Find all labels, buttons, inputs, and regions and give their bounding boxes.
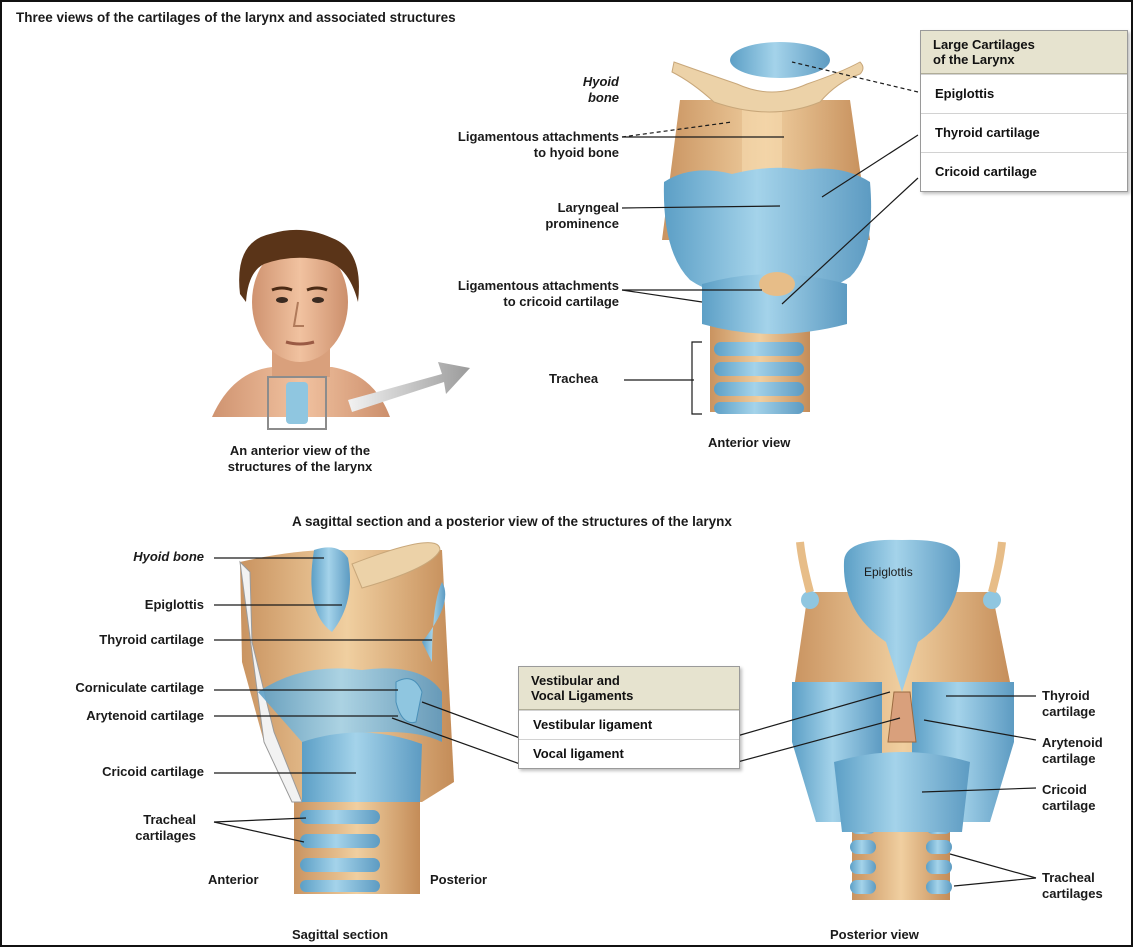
person-caption-line-1: An anterior view of the bbox=[182, 443, 418, 459]
anterior-label-hyoid: Hyoid bone bbox=[583, 74, 619, 106]
posterior-tracheal-line-1: Tracheal bbox=[1042, 870, 1103, 886]
sagittal-label-corniculate: Corniculate cartilage bbox=[75, 680, 204, 696]
posterior-caption: Posterior view bbox=[830, 927, 919, 943]
section-title: A sagittal section and a posterior view … bbox=[292, 514, 732, 530]
anterior-lig-cricoid-line-1: Ligamentous attachments bbox=[458, 278, 619, 294]
sagittal-label-tracheal: Tracheal cartilages bbox=[135, 812, 196, 844]
posterior-thyroid-line-2: cartilage bbox=[1042, 704, 1095, 720]
anterior-larynx-illustration bbox=[662, 42, 871, 414]
posterior-label-arytenoid: Arytenoid cartilage bbox=[1042, 735, 1103, 767]
anterior-caption: Anterior view bbox=[708, 435, 790, 451]
posterior-cricoid-line-2: cartilage bbox=[1042, 798, 1095, 814]
sagittal-label-arytenoid: Arytenoid cartilage bbox=[86, 708, 204, 724]
posterior-cricoid-line-1: Cricoid bbox=[1042, 782, 1095, 798]
anterior-lig-hyoid-line-2: to hyoid bone bbox=[458, 145, 619, 161]
posterior-tracheal-line-2: cartilages bbox=[1042, 886, 1103, 902]
posterior-label-cricoid: Cricoid cartilage bbox=[1042, 782, 1095, 814]
posterior-arytenoid-line-1: Arytenoid bbox=[1042, 735, 1103, 751]
posterior-label-epiglottis: Epiglottis bbox=[864, 564, 913, 580]
sagittal-label-hyoid: Hyoid bone bbox=[133, 549, 204, 565]
large-key-cricoid: Cricoid cartilage bbox=[921, 152, 1127, 191]
sagittal-label-epiglottis: Epiglottis bbox=[145, 597, 204, 613]
sagittal-label-thyroid: Thyroid cartilage bbox=[99, 632, 204, 648]
anterior-label-trachea: Trachea bbox=[549, 371, 598, 387]
posterior-label-tracheal: Tracheal cartilages bbox=[1042, 870, 1103, 902]
anterior-lig-cricoid-line-2: to cricoid cartilage bbox=[458, 294, 619, 310]
posterior-label-thyroid: Thyroid cartilage bbox=[1042, 688, 1095, 720]
sagittal-tracheal-line-1: Tracheal bbox=[135, 812, 196, 828]
large-key-header-line-1: Large Cartilages bbox=[933, 37, 1115, 52]
person-caption: An anterior view of the structures of th… bbox=[182, 443, 418, 475]
large-key-epiglottis: Epiglottis bbox=[921, 74, 1127, 113]
vocal-key-header-line-1: Vestibular and bbox=[531, 673, 727, 688]
vocal-key-header: Vestibular and Vocal Ligaments bbox=[519, 667, 739, 710]
anterior-laryngeal-line-2: prominence bbox=[545, 216, 619, 232]
anterior-hyoid-line-1: Hyoid bbox=[583, 74, 619, 90]
posterior-thyroid-line-1: Thyroid bbox=[1042, 688, 1095, 704]
sagittal-caption: Sagittal section bbox=[292, 927, 388, 943]
anterior-lig-hyoid-line-1: Ligamentous attachments bbox=[458, 129, 619, 145]
large-key-header-line-2: of the Larynx bbox=[933, 52, 1115, 67]
large-key-thyroid: Thyroid cartilage bbox=[921, 113, 1127, 152]
sagittal-larynx-illustration bbox=[240, 543, 454, 894]
vocal-ligaments-key: Vestibular and Vocal Ligaments Vestibula… bbox=[518, 666, 740, 769]
sagittal-label-anterior: Anterior bbox=[208, 872, 259, 888]
large-key-header: Large Cartilages of the Larynx bbox=[921, 31, 1127, 74]
posterior-arytenoid-line-2: cartilage bbox=[1042, 751, 1103, 767]
anterior-label-lig-cricoid: Ligamentous attachments to cricoid carti… bbox=[458, 278, 619, 310]
anterior-laryngeal-line-1: Laryngeal bbox=[545, 200, 619, 216]
posterior-larynx-illustration bbox=[792, 540, 1014, 900]
person-portrait bbox=[212, 230, 470, 429]
large-cartilages-key: Large Cartilages of the Larynx Epiglotti… bbox=[920, 30, 1128, 192]
person-caption-line-2: structures of the larynx bbox=[182, 459, 418, 475]
sagittal-tracheal-line-2: cartilages bbox=[135, 828, 196, 844]
anterior-label-lig-hyoid: Ligamentous attachments to hyoid bone bbox=[458, 129, 619, 161]
anterior-label-laryngeal: Laryngeal prominence bbox=[545, 200, 619, 232]
vocal-key-header-line-2: Vocal Ligaments bbox=[531, 688, 727, 703]
sagittal-label-cricoid: Cricoid cartilage bbox=[102, 764, 204, 780]
figure-title: Three views of the cartilages of the lar… bbox=[16, 10, 456, 26]
vocal-key-vestibular: Vestibular ligament bbox=[519, 710, 739, 739]
anterior-hyoid-line-2: bone bbox=[583, 90, 619, 106]
vocal-key-vocal: Vocal ligament bbox=[519, 739, 739, 768]
sagittal-label-posterior: Posterior bbox=[430, 872, 487, 888]
